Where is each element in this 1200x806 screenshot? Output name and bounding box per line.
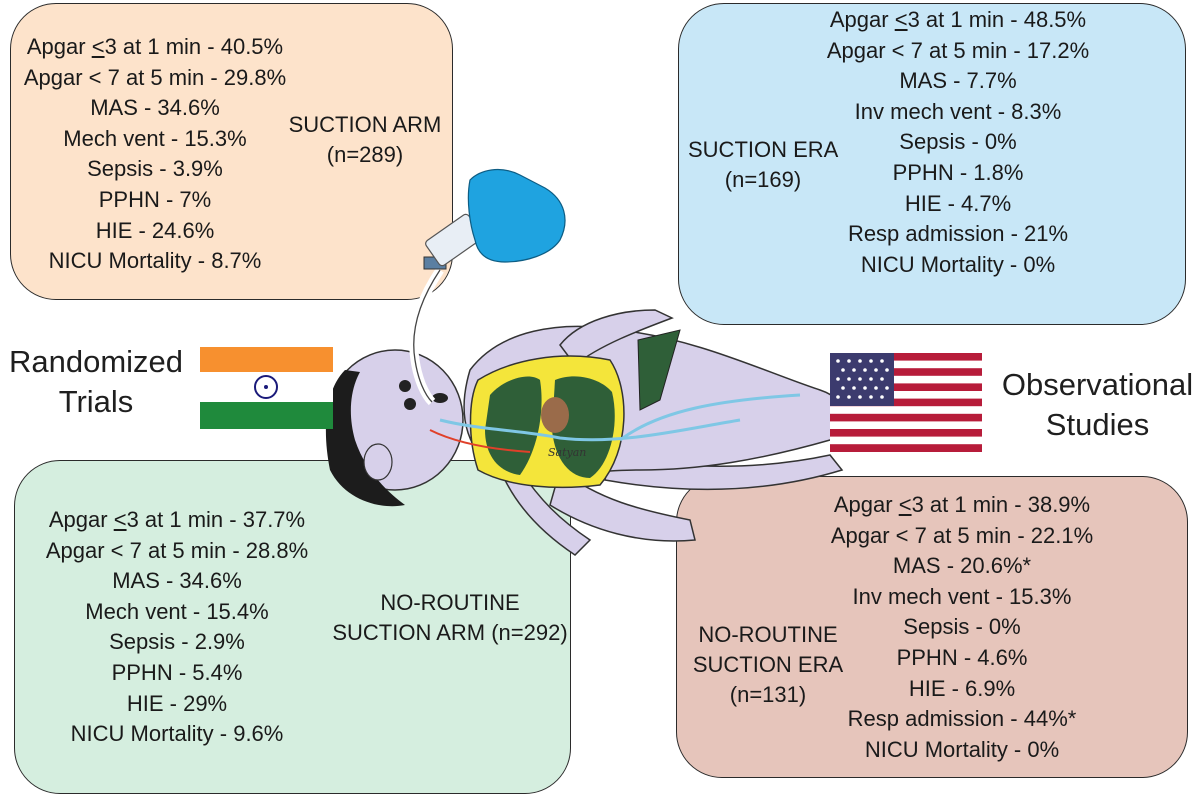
- stat-item: MAS - 7.7%: [899, 68, 1017, 94]
- stat-item: Mech vent - 15.4%: [85, 598, 269, 624]
- gloved-hand-icon: [467, 168, 566, 263]
- arm-title: SUCTION ERA: [688, 137, 839, 162]
- suction-era-box: [678, 3, 1186, 325]
- stat-item: Sepsis - 2.9%: [109, 629, 245, 655]
- arm-n: (n=131): [729, 682, 807, 707]
- stat-item: Apgar < 7 at 5 min - 29.8%: [23, 64, 287, 90]
- arm-n: (n=169): [724, 167, 802, 192]
- stat-item: Apgar <3 at 1 min - 37.7%: [48, 507, 306, 532]
- suction-era-label: SUCTION ERA (n=169): [688, 135, 838, 195]
- less-equal-symbol: <: [898, 492, 912, 517]
- usa-flag: [830, 353, 982, 452]
- stat-item: PPHN - 4.6%: [896, 644, 1028, 670]
- stat-item: Apgar < 7 at 5 min - 28.8%: [45, 537, 309, 563]
- lungs-illustration: [469, 355, 625, 489]
- stat-item: Apgar < 7 at 5 min - 22.1%: [830, 522, 1094, 548]
- suction-era-stats: Apgar <3 at 1 min - 48.5% Apgar < 7 at 5…: [808, 5, 1108, 280]
- stat-item: Apgar < 7 at 5 min - 17.2%: [826, 37, 1090, 63]
- arm-n: (n=289): [326, 142, 404, 167]
- stat-item: NICU Mortality - 8.7%: [48, 248, 262, 274]
- arm-title: SUCTION ARM: [288, 112, 442, 137]
- side-label-line1: Randomized: [8, 344, 184, 379]
- stat-item: PPHN - 1.8%: [892, 159, 1024, 185]
- stat-item: HIE - 4.7%: [904, 190, 1012, 216]
- stat-item: Sepsis - 0%: [899, 129, 1017, 155]
- stat-item: NICU Mortality - 0%: [864, 736, 1060, 762]
- suction-arm-box: [10, 3, 453, 300]
- stat-item: Resp admission - 44%*: [847, 706, 1077, 732]
- stat-item: MAS - 34.6%: [112, 568, 242, 594]
- no-routine-era-stats: Apgar <3 at 1 min - 38.9% Apgar < 7 at 5…: [812, 490, 1112, 765]
- suction-arm-label: SUCTION ARM (n=289): [285, 110, 445, 170]
- artist-signature: Satyan: [548, 446, 586, 459]
- stat-item: HIE - 29%: [126, 690, 228, 716]
- stat-item: Sepsis - 3.9%: [87, 156, 223, 182]
- stat-item: Inv mech vent - 15.3%: [852, 583, 1072, 609]
- arm-title: NO-ROUTINE: [698, 622, 838, 647]
- no-routine-era-label: NO-ROUTINE SUCTION ERA (n=131): [683, 620, 853, 710]
- stat-item: Apgar <3 at 1 min - 40.5%: [26, 34, 284, 59]
- side-label-line2: Studies: [1045, 407, 1150, 442]
- stat-item: Inv mech vent - 8.3%: [854, 98, 1062, 124]
- stat-item: NICU Mortality - 9.6%: [70, 721, 284, 747]
- stat-item: NICU Mortality - 0%: [860, 251, 1056, 277]
- stat-item: PPHN - 5.4%: [111, 659, 243, 685]
- randomized-trials-label: Randomized Trials: [0, 342, 192, 422]
- stat-item: Apgar <3 at 1 min - 38.9%: [833, 492, 1091, 517]
- observational-studies-label: Observational Studies: [995, 365, 1200, 445]
- stat-item: Resp admission - 21%: [847, 221, 1069, 247]
- less-equal-symbol: <: [113, 507, 127, 532]
- stat-item: PPHN - 7%: [98, 186, 212, 212]
- no-routine-arm-stats: Apgar <3 at 1 min - 37.7% Apgar < 7 at 5…: [22, 505, 332, 750]
- arm-title: NO-ROUTINE: [380, 590, 520, 615]
- no-routine-era-box: [676, 476, 1188, 778]
- stat-item: HIE - 6.9%: [908, 675, 1016, 701]
- stat-item: Sepsis - 0%: [903, 614, 1021, 640]
- stat-item: MAS - 20.6%*: [892, 553, 1032, 579]
- stat-item: Mech vent - 15.3%: [63, 125, 247, 151]
- arm-title-line2: SUCTION ARM (n=292): [332, 620, 568, 645]
- stat-item: HIE - 24.6%: [95, 217, 215, 243]
- stat-item: Apgar <3 at 1 min - 48.5%: [829, 7, 1087, 32]
- side-label-line1: Observational: [1001, 367, 1194, 402]
- india-flag: [200, 347, 333, 429]
- suction-arm-stats: Apgar <3 at 1 min - 40.5% Apgar < 7 at 5…: [20, 32, 290, 277]
- less-equal-symbol: <: [894, 7, 908, 32]
- side-label-line2: Trials: [58, 384, 134, 419]
- less-equal-symbol: <: [91, 34, 105, 59]
- stat-item: MAS - 34.6%: [90, 95, 220, 121]
- arm-title-line2: SUCTION ERA: [692, 652, 844, 677]
- no-routine-arm-box: [14, 460, 571, 794]
- no-routine-arm-label: NO-ROUTINE SUCTION ARM (n=292): [330, 588, 570, 648]
